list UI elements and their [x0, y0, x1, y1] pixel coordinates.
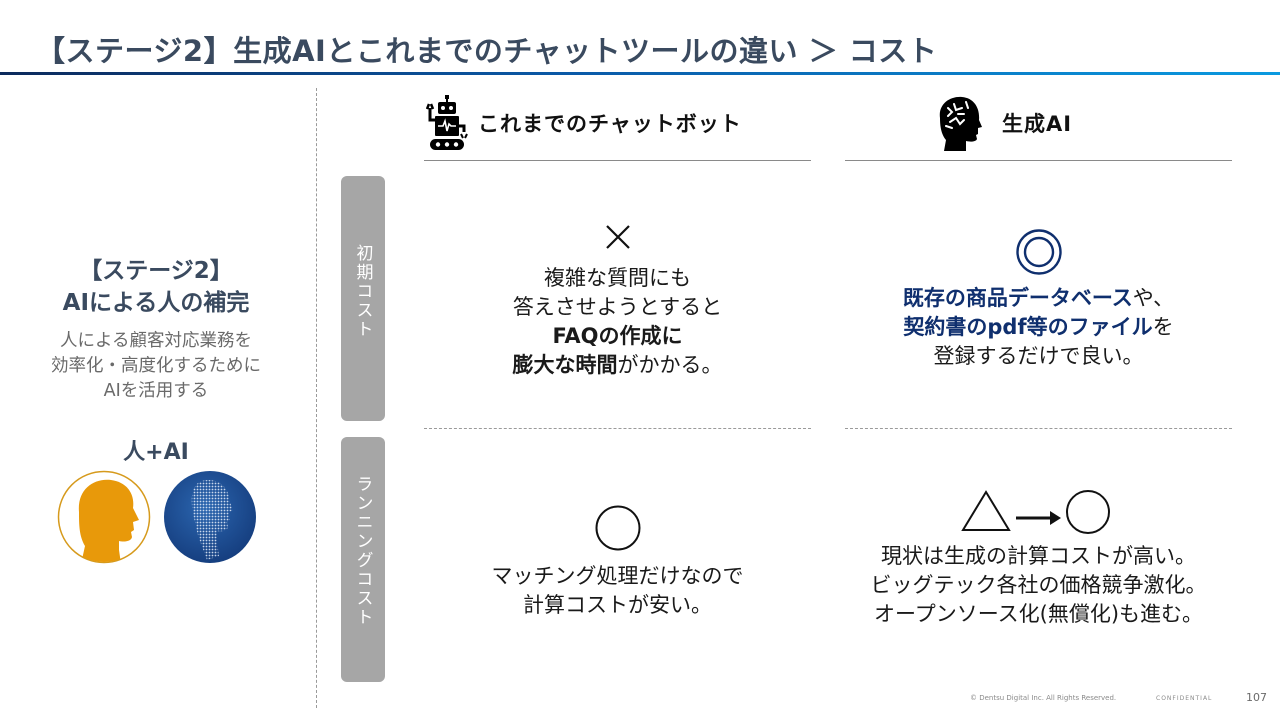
panel-divider — [316, 88, 317, 708]
stage-summary-panel: 【ステージ2】 AIによる人の補完 人による顧客対応業務を 効率化・高度化するた… — [0, 255, 312, 570]
column-header-generative-ai: 生成AI — [934, 92, 1072, 154]
human-ai-label: 人+AI — [123, 440, 189, 465]
cell-genai-running-cost: 現状は生成の計算コストが高い。 ビッグテック各社の価格競争激化。 オープンソース… — [845, 488, 1232, 629]
circle-mark-icon — [595, 505, 640, 551]
cell-text-line: や、 — [1132, 286, 1175, 310]
column-header-legacy-chatbot: これまでのチャットボット — [426, 92, 742, 154]
row-label-text: 初期コスト — [352, 244, 373, 339]
cell-text-emphasis: 既存の商品データベース — [902, 286, 1133, 310]
row-label-initial-cost: 初期コスト — [341, 176, 385, 421]
row-divider — [845, 428, 1232, 429]
cell-genai-initial-cost: 既存の商品データベースや、 契約書のpdf等のファイルを 登録するだけで良い。 — [845, 228, 1232, 371]
stage-description-line: 人による顧客対応業務を — [60, 331, 252, 351]
column-header-rule — [845, 160, 1232, 161]
cell-legacy-running-cost: マッチング処理だけなので 計算コストが安い。 — [424, 504, 811, 620]
human-head-icon — [57, 470, 151, 564]
stage-description: 人による顧客対応業務を 効率化・高度化するために AIを活用する — [0, 329, 312, 404]
robot-icon — [426, 95, 468, 150]
row-label-running-cost: ランニングコスト — [341, 437, 385, 682]
stage-title-line1: 【ステージ2】 — [79, 258, 233, 284]
cell-text-line: 現状は生成の計算コストが高い。 — [881, 544, 1196, 568]
cell-text-line: ビッグテック各社の価格競争激化。 — [870, 573, 1207, 597]
cell-text-line: マッチング処理だけなので — [491, 564, 744, 588]
copyright-notice: © Dentsu Digital Inc. All Rights Reserve… — [970, 694, 1117, 702]
cell-text-emphasis: FAQの作成に — [552, 324, 683, 348]
page-number: 107 — [1246, 691, 1267, 704]
title-underline — [0, 72, 1280, 75]
cell-text-emphasis: 膨大な時間 — [512, 353, 618, 377]
stage-description-line: AIを活用する — [103, 381, 209, 401]
column-header-label: 生成AI — [1002, 112, 1073, 136]
column-header-label: これまでのチャットボット — [478, 112, 742, 136]
human-ai-illustration — [0, 470, 312, 570]
triangle-to-circle-mark-icon — [960, 490, 1110, 534]
cell-text-line: 登録するだけで良い。 — [933, 344, 1144, 368]
cell-text-line: 答えさせようとすると — [512, 295, 723, 319]
cell-text-line: 計算コストが安い。 — [523, 593, 712, 617]
column-header-rule — [424, 160, 811, 161]
cell-text-line: がかかる。 — [617, 353, 723, 377]
ai-head-icon — [164, 471, 256, 563]
row-label-text: ランニングコスト — [352, 475, 373, 627]
brain-head-icon — [939, 96, 982, 151]
cell-text-line: 複雑な質問にも — [544, 266, 691, 290]
row-divider — [424, 428, 811, 429]
cross-mark-icon — [605, 225, 630, 249]
confidential-label: CONFIDENTIAL — [1156, 695, 1213, 702]
cell-text-emphasis: 契約書のpdf等のファイル — [903, 315, 1153, 339]
cell-legacy-initial-cost: 複雑な質問にも 答えさせようとすると FAQの作成に 膨大な時間がかかる。 — [424, 222, 811, 380]
stage-description-line: 効率化・高度化するために — [51, 356, 261, 376]
double-circle-mark-icon — [1015, 229, 1062, 275]
cell-text-line: オープンソース化(無償化)も進む。 — [873, 602, 1204, 626]
stage-title-line2: AIによる人の補完 — [62, 290, 250, 316]
stage-title: 【ステージ2】 AIによる人の補完 — [0, 255, 312, 319]
cell-text-line: を — [1152, 315, 1174, 339]
page-title: 【ステージ2】生成AIとこれまでのチャットツールの違い ＞ コスト — [36, 34, 938, 68]
